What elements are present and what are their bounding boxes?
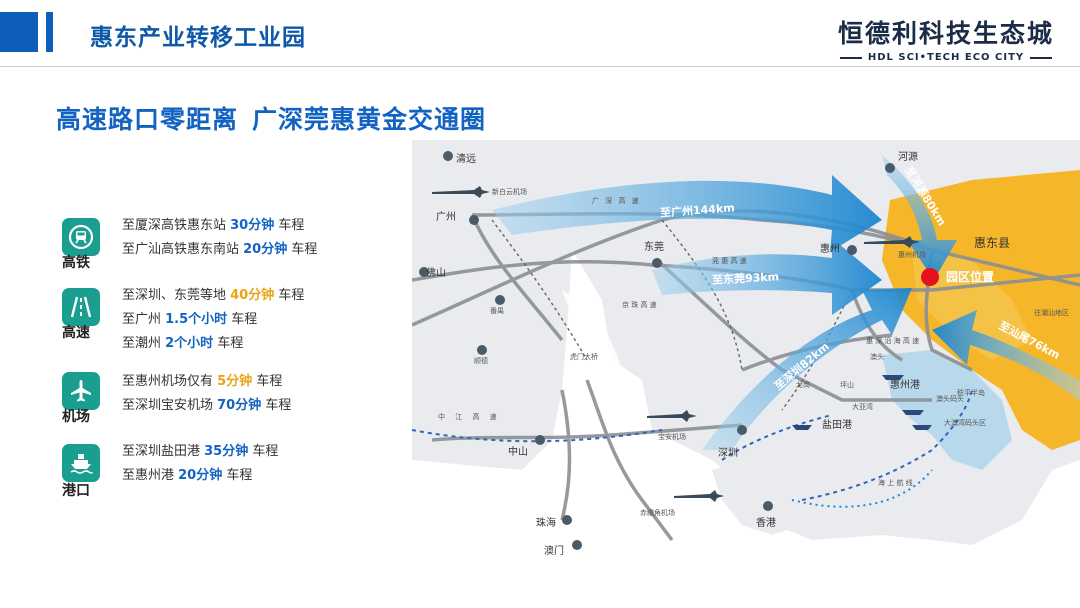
map-label-panyu: 番禺: [490, 307, 504, 315]
highway-line-2: 至潮州 2个小时 车程: [122, 336, 244, 351]
region-transport-map: 清远 新白云机场 广州 佛山 番禺 顺德 东莞 惠州 河源 惠州机场 惠东县 园…: [412, 140, 1080, 572]
map-label-shunde: 顺德: [474, 357, 488, 365]
daya-bay: [882, 350, 1012, 470]
brand-logo: 恒德利科技生态城 HDL SCI•TECH ECO CITY: [834, 14, 1058, 63]
port-line-0: 至深圳盐田港 35分钟 车程: [122, 444, 279, 459]
brand-rule-right: [1030, 56, 1053, 59]
map-label-huizhou-port: 惠州港: [890, 380, 920, 391]
map-label-baiyun-airport: 新白云机场: [492, 188, 527, 196]
map-label-chek-lap-kok: 赤鱲角机场: [640, 509, 675, 517]
road-label-guangshen: 广 深 高 速: [592, 197, 641, 205]
map-label-hongkong: 香港: [756, 518, 776, 529]
train-icon: [62, 218, 100, 256]
highway-lines: 至深圳、东莞等地 40分钟 车程 至广州 1.5个小时 车程 至潮州 2个小时 …: [122, 284, 304, 356]
road-icon: [62, 288, 100, 326]
header-accent-stripe: [46, 12, 53, 52]
map-label-heyuan: 河源: [898, 152, 918, 163]
airport-lines: 至惠州机场仅有 5分钟 车程 至深圳宝安机场 70分钟 车程: [122, 370, 291, 418]
map-label-yantian-port: 盐田港: [822, 420, 852, 431]
rail-line-1: 至广汕高铁惠东南站 20分钟 车程: [122, 242, 318, 257]
map-label-macau: 澳门: [544, 546, 564, 557]
port-category-label: 港口: [62, 483, 90, 499]
airplane-icon: [62, 372, 100, 410]
highway-line-1: 至广州 1.5个小时 车程: [122, 312, 258, 327]
road-label-zhongjiang: 中 江 高 速: [438, 413, 501, 421]
airport-category-label: 机场: [62, 409, 90, 425]
rail-category-label: 高铁: [62, 255, 90, 271]
map-label-dongguan: 东莞: [644, 242, 664, 253]
map-label-shenzhen: 深圳: [718, 448, 738, 459]
airport-line-1: 至深圳宝安机场 70分钟 车程: [122, 398, 292, 413]
map-label-baoan-airport: 宝安机场: [658, 433, 686, 441]
map-label-huidong-county: 惠东县: [974, 236, 1011, 250]
route-dashed-lines: [412, 389, 973, 501]
airplane-markers: [432, 186, 920, 502]
arrow-to-shanwei: [932, 310, 1080, 402]
highway-line-0: 至深圳、东莞等地 40分钟 车程: [122, 288, 305, 303]
brand-name-en: HDL SCI•TECH ECO CITY: [867, 52, 1025, 63]
brand-name-cn: 恒德利科技生态城: [837, 19, 1054, 48]
road-label-jingzhu: 京 珠 高 速: [622, 301, 657, 309]
map-label-aotou-ferry: 澳头码头: [936, 395, 964, 403]
arrow-to-guangzhou: [492, 175, 882, 252]
ship-markers: [792, 375, 932, 430]
map-label-zhongshan: 中山: [508, 447, 528, 458]
map-label-aotou: 澳头: [870, 353, 884, 361]
arrow-to-dongguan: [652, 238, 882, 315]
ship-icon: [62, 444, 100, 482]
port-lines: 至深圳盐田港 35分钟 车程 至惠州港 20分钟 车程: [122, 440, 278, 488]
road-label-guanhui: 莞 惠 高 速: [712, 257, 747, 265]
map-label-pingshan: 坪山: [840, 381, 854, 389]
header-accent-block: [0, 12, 38, 52]
park-marker: [921, 268, 939, 286]
rail-lines: 至厦深高铁惠东站 30分钟 车程 至广汕高铁惠东南站 20分钟 车程: [122, 214, 317, 262]
map-label-foshan: 佛山: [426, 268, 446, 279]
map-label-huizhou: 惠州: [820, 244, 840, 255]
map-label-humen-bridge: 虎门大桥: [570, 353, 598, 361]
header-divider: [0, 66, 1080, 67]
airport-line-0: 至惠州机场仅有 5分钟 车程: [122, 374, 283, 389]
map-label-longgang: 龙岗: [796, 381, 810, 389]
rail-line-0: 至厦深高铁惠东站 30分钟 车程: [122, 218, 305, 233]
port-line-1: 至惠州港 20分钟 车程: [122, 468, 253, 483]
headline-part1: 高速路口零距离: [56, 105, 239, 134]
arrow-to-heyuan: [882, 155, 957, 280]
hongkong-land: [712, 460, 812, 535]
map-graphic: [412, 140, 1080, 572]
map-label-qingyuan: 清远: [456, 154, 476, 165]
highway-category-label: 高速: [62, 325, 90, 341]
map-label-to-chaoshan: 往潮汕地区: [1034, 309, 1069, 317]
road-label-huishen: 惠 深 沿 海 高 速: [866, 337, 920, 345]
map-label-dajia-ferry: 大澳湾码头区: [944, 419, 986, 427]
map-label-park: 园区位置: [946, 270, 995, 284]
map-label-huizhou-airport: 惠州机场: [898, 251, 926, 259]
map-label-xiaomeisha: 大亚湾: [852, 403, 873, 411]
headline: 高速路口零距离广深莞惠黄金交通圈: [56, 100, 486, 136]
map-label-jiaoping: 稔平半岛: [957, 389, 985, 397]
headline-part2: 广深莞惠黄金交通圈: [252, 105, 487, 134]
city-markers: [419, 151, 895, 550]
page-title: 惠东产业转移工业园: [90, 25, 306, 51]
map-label-guangzhou: 广州: [436, 212, 456, 223]
arrow-to-shenzhen: [702, 288, 912, 450]
road-label-ship-route: 海 上 航 线: [878, 479, 913, 487]
map-label-zhuhai: 珠海: [536, 518, 556, 529]
brand-rule-left: [839, 56, 862, 59]
